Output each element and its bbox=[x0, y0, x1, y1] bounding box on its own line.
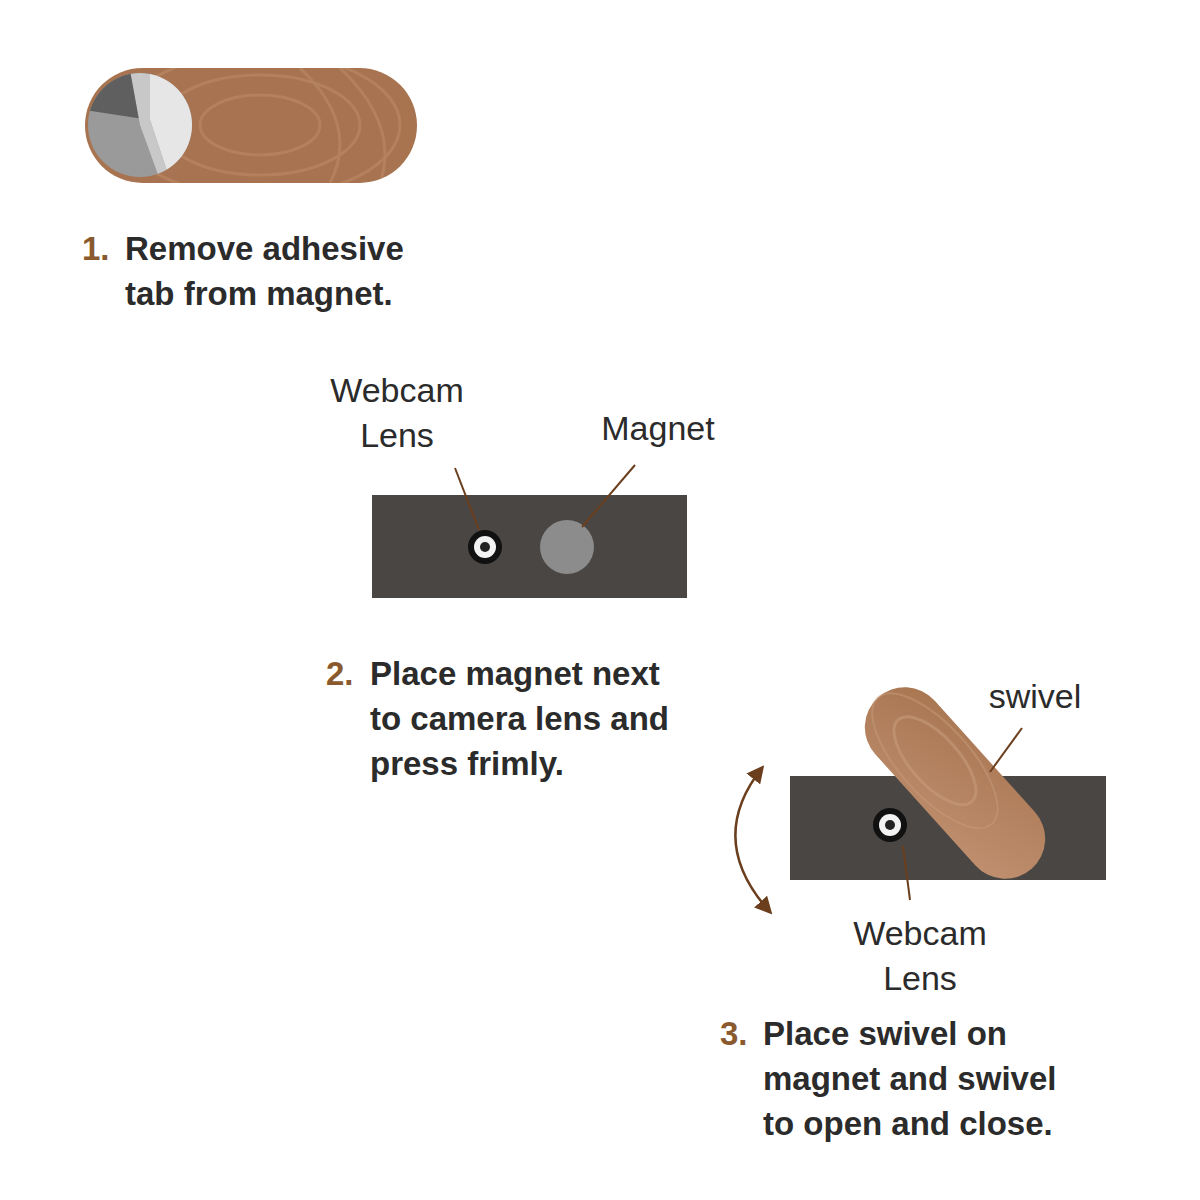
step-number: 3. bbox=[720, 1011, 765, 1056]
magnet-disc bbox=[540, 520, 594, 574]
step-instruction: Remove adhesive tab from magnet. bbox=[125, 226, 425, 316]
adhesive-tab bbox=[85, 70, 200, 180]
step-instruction: Place swivel on magnet and swivel to ope… bbox=[763, 1011, 1073, 1146]
leader-line bbox=[903, 846, 910, 900]
leader-line bbox=[455, 468, 479, 530]
rotation-arrow bbox=[735, 768, 770, 912]
step-instruction: Place magnet next to camera lens and pre… bbox=[370, 651, 685, 786]
leader-line bbox=[990, 728, 1022, 772]
part-label: Magnet bbox=[578, 406, 738, 451]
step-number: 1. bbox=[82, 226, 127, 271]
part-label: swivel bbox=[970, 674, 1100, 719]
part-label: Webcam Lens bbox=[830, 911, 1010, 1001]
part-label: Webcam Lens bbox=[307, 368, 487, 458]
swivel-cover bbox=[85, 53, 417, 197]
webcam-bar bbox=[372, 495, 687, 598]
leader-line bbox=[582, 465, 635, 527]
step-number: 2. bbox=[326, 651, 371, 696]
